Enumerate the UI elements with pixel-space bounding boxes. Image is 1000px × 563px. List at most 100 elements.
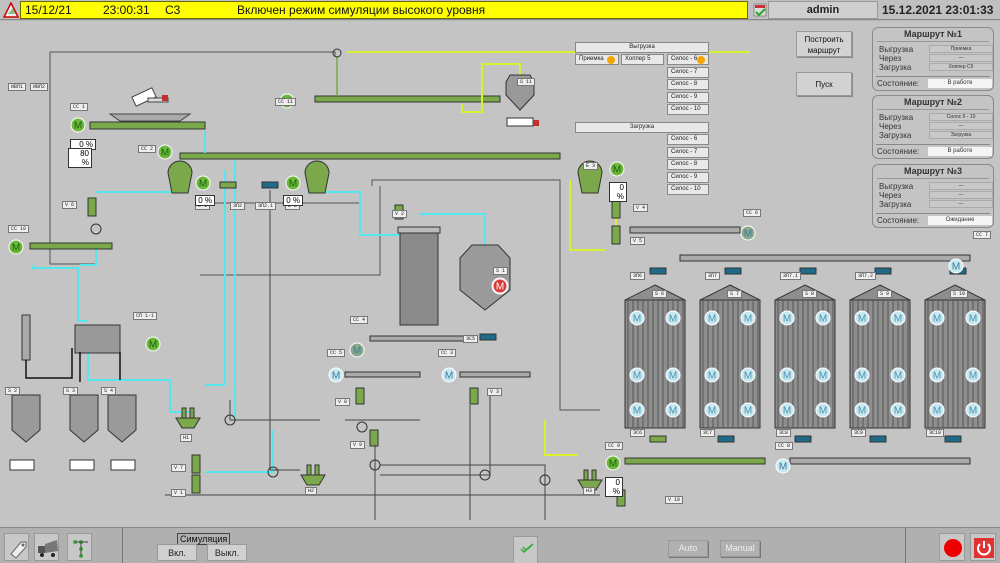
silo-s1 xyxy=(459,244,511,311)
unload-silo-label: Силос - 7 xyxy=(671,68,698,75)
silo-aeration-motor[interactable]: M xyxy=(740,310,756,326)
motor-e1[interactable]: M xyxy=(195,175,211,191)
silo-aeration-motor[interactable]: M xyxy=(815,310,831,326)
motor-icon: M xyxy=(633,371,641,382)
motor-sp11[interactable]: M xyxy=(145,336,161,352)
motor-cc7[interactable]: M xyxy=(948,258,964,274)
silo-aeration-motor[interactable]: M xyxy=(779,402,795,418)
motor-cc1[interactable]: M xyxy=(70,117,86,133)
conveyor-cc11 xyxy=(314,95,501,103)
silo-aeration-motor[interactable]: M xyxy=(779,310,795,326)
motor-cc9[interactable]: M xyxy=(605,455,621,471)
motor-e2[interactable]: M xyxy=(285,175,301,191)
motor-cc6[interactable]: M xyxy=(740,225,756,241)
motor-icon: M xyxy=(161,148,169,159)
silo-aeration-motor[interactable]: M xyxy=(929,367,945,383)
motor-icon: M xyxy=(969,406,977,417)
route-title: Маршрут №1 xyxy=(877,28,989,42)
unload-source-hopper5[interactable]: Хоппер 5 xyxy=(621,54,664,65)
unload-silo-option[interactable]: Силос - 6 xyxy=(667,54,709,65)
hopper-h1 xyxy=(175,407,201,429)
silo-aeration-motor[interactable]: M xyxy=(740,402,756,418)
start-button[interactable]: Пуск xyxy=(796,72,852,96)
silo-aeration-motor[interactable]: M xyxy=(629,310,645,326)
silo-aeration-motor[interactable]: M xyxy=(665,310,681,326)
motor-icon: M xyxy=(708,406,716,417)
motor-icon: M xyxy=(74,121,82,132)
silo-aeration-motor[interactable]: M xyxy=(965,310,981,326)
silo-s3 xyxy=(69,394,99,443)
unload-silo-option[interactable]: Силос - 7 xyxy=(667,66,709,78)
simulation-off-button[interactable]: Выкл. xyxy=(207,544,247,561)
silo-aeration-motor[interactable]: M xyxy=(704,367,720,383)
motor-cc8[interactable]: M xyxy=(775,458,791,474)
load-silo-option[interactable]: Силос - 9 xyxy=(667,171,709,183)
motor-cc2[interactable]: M xyxy=(157,144,173,160)
valve-v7 xyxy=(191,454,201,474)
tag-s3: S 3 xyxy=(63,387,79,395)
silo-aeration-motor[interactable]: M xyxy=(854,310,870,326)
silo-aeration-motor[interactable]: M xyxy=(965,402,981,418)
route-title: Маршрут №3 xyxy=(877,165,989,179)
unload-source-priemka[interactable]: Приемка xyxy=(575,54,619,65)
load-silo-option[interactable]: Силос - 6 xyxy=(667,134,709,145)
scheme-button[interactable] xyxy=(67,533,92,561)
shutdown-button[interactable] xyxy=(970,533,996,561)
build-route-button[interactable]: Построить маршрут xyxy=(796,31,852,57)
user-name[interactable]: admin xyxy=(768,1,878,19)
manual-mode-button[interactable]: Manual xyxy=(720,540,760,557)
silo-aeration-motor[interactable]: M xyxy=(890,310,906,326)
motor-cc4[interactable]: M xyxy=(349,342,365,358)
silo-aeration-motor[interactable]: M xyxy=(779,367,795,383)
unload-silo-option[interactable]: Силос - 8 xyxy=(667,79,709,91)
auto-mode-button[interactable]: Auto xyxy=(668,540,708,557)
tag-zc10: ЗС10 xyxy=(926,429,945,437)
motor-icon: M xyxy=(332,371,340,382)
simulation-on-button[interactable]: Вкл. xyxy=(157,544,197,561)
silo-aeration-motor[interactable]: M xyxy=(629,367,645,383)
motor-icon: M xyxy=(633,406,641,417)
tags-button[interactable] xyxy=(4,533,29,561)
tag-zc7: ЗС7 xyxy=(700,429,716,437)
silo-aeration-motor[interactable]: M xyxy=(929,310,945,326)
motor-cc10[interactable]: M xyxy=(8,239,24,255)
tag-cc2: CC 2 xyxy=(138,145,157,153)
alarm-code: C3 xyxy=(165,3,181,17)
silo-aeration-motor[interactable]: M xyxy=(965,367,981,383)
silo-aeration-motor[interactable]: M xyxy=(665,402,681,418)
load-silo-option[interactable]: Силос - 7 xyxy=(667,146,709,158)
motor-cc5[interactable]: M xyxy=(328,367,344,383)
tag-zc9: ЗС9 xyxy=(851,429,867,437)
silo-aeration-motor[interactable]: M xyxy=(704,402,720,418)
motor-s1-fault[interactable]: M xyxy=(492,278,508,294)
alarm-message[interactable]: 15/12/21 23:00:31 C3 Включен режим симул… xyxy=(20,1,748,19)
motor-e3[interactable]: M xyxy=(609,161,625,177)
load-silo-option[interactable]: Силос - 10 xyxy=(667,184,709,196)
load-silo-option[interactable]: Силос - 8 xyxy=(667,159,709,171)
alarm-warning-icon[interactable] xyxy=(3,2,19,18)
silo-aeration-motor[interactable]: M xyxy=(890,367,906,383)
trucks-button[interactable] xyxy=(34,533,59,561)
silo-aeration-motor[interactable]: M xyxy=(815,402,831,418)
silo-aeration-motor[interactable]: M xyxy=(929,402,945,418)
motor-cc3[interactable]: M xyxy=(441,367,457,383)
silo-aeration-motor[interactable]: M xyxy=(740,367,756,383)
hopper-h2 xyxy=(300,464,326,486)
motor-icon: M xyxy=(353,346,361,357)
silo-aeration-motor[interactable]: M xyxy=(854,402,870,418)
silo-aeration-motor[interactable]: M xyxy=(704,310,720,326)
silo-aeration-motor[interactable]: M xyxy=(890,402,906,418)
acknowledge-all-button[interactable] xyxy=(513,536,538,563)
acknowledge-icon[interactable] xyxy=(752,2,768,18)
motor-icon: M xyxy=(669,371,677,382)
tag-zp72: ЗП7.2 xyxy=(855,272,877,280)
unload-silo-option[interactable]: Силос - 10 xyxy=(667,104,709,116)
silo-aeration-motor[interactable]: M xyxy=(815,367,831,383)
silo-aeration-motor[interactable]: M xyxy=(854,367,870,383)
silo-aeration-motor[interactable]: M xyxy=(665,367,681,383)
silo-aeration-motor[interactable]: M xyxy=(629,402,645,418)
tag-zp2: ЗП2 xyxy=(230,202,246,210)
unload-silo-option[interactable]: Силос - 9 xyxy=(667,91,709,103)
motor-icon: M xyxy=(669,406,677,417)
emergency-stop-button[interactable] xyxy=(939,533,965,561)
